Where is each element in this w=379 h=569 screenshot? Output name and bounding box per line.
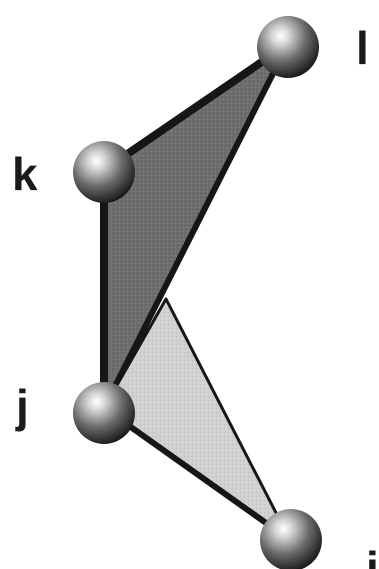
- atom-k-sphere: [73, 141, 135, 203]
- atom-label-i: i: [366, 542, 379, 569]
- bond-k-l: [100, 40, 292, 174]
- atom-label-k: k: [12, 148, 38, 200]
- plane-jkl: [101, 41, 291, 411]
- atom-l-sphere: [257, 16, 319, 78]
- atom-j-sphere: [73, 382, 135, 444]
- bond-j-i: [101, 405, 293, 543]
- atom-label-l: l: [356, 22, 369, 74]
- atom-label-j: j: [15, 380, 29, 432]
- atom-i-sphere: [260, 509, 322, 569]
